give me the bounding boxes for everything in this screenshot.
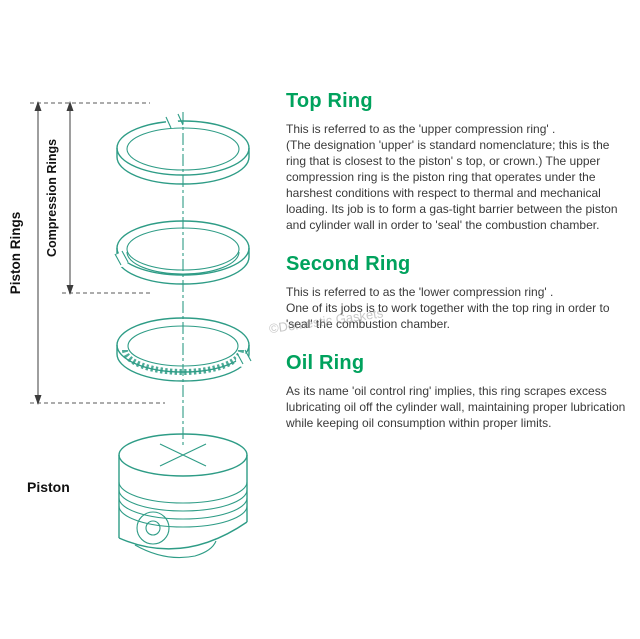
piston-rings-label: Piston Rings — [8, 212, 23, 295]
wrist-pin-boss — [136, 511, 170, 545]
second-ring-drawing — [114, 220, 250, 285]
piston-label: Piston — [27, 479, 70, 495]
dimension-lines — [30, 101, 165, 405]
oil-ring-title: Oil Ring — [286, 352, 365, 374]
section-top-ring: Top Ring This is referred to as the 'upp… — [286, 90, 626, 233]
top-ring-title: Top Ring — [286, 90, 373, 112]
oil-ring-drawing — [116, 317, 252, 382]
piston-rings-diagram: Piston Rings Compression Rings Piston — [8, 101, 252, 559]
second-ring-title: Second Ring — [286, 253, 411, 275]
second-ring-body: This is referred to as the 'lower compre… — [286, 285, 610, 331]
compression-rings-label: Compression Rings — [45, 139, 59, 257]
description-column: Top Ring This is referred to as the 'upp… — [286, 90, 626, 451]
top-ring-body: This is referred to as the 'upper compre… — [286, 122, 618, 232]
section-second-ring: Second Ring This is referred to as the '… — [286, 253, 626, 332]
oil-ring-body: As its name 'oil control ring' implies, … — [286, 384, 626, 430]
section-oil-ring: Oil Ring As its name 'oil control ring' … — [286, 352, 626, 431]
piston-drawing — [118, 433, 248, 559]
crown-x-mark — [159, 443, 207, 467]
top-ring-drawing — [116, 113, 250, 185]
